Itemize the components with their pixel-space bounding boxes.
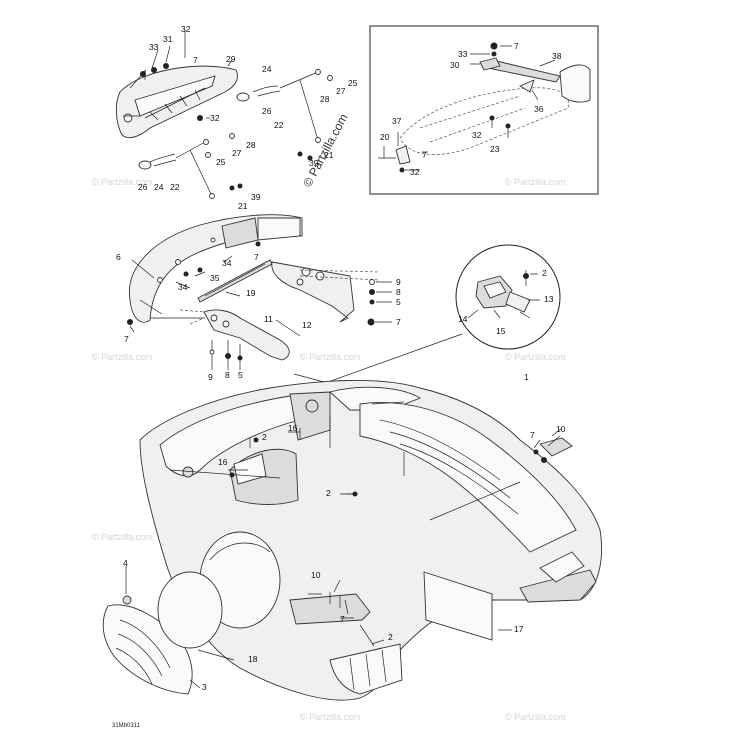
callout: 7: [422, 150, 427, 160]
callout: 3: [202, 682, 207, 692]
callout: 30: [450, 60, 460, 70]
callout: 16: [218, 457, 228, 467]
callout: 14: [458, 314, 468, 324]
callout: 28: [246, 140, 256, 150]
callout: 34: [178, 282, 188, 292]
callout: 9: [208, 372, 213, 382]
watermark: © Partzilla.com: [92, 532, 153, 542]
callout: 34: [222, 258, 232, 268]
callout: 16: [288, 423, 298, 433]
watermark: © Partzilla.com: [92, 352, 153, 362]
fasteners-right-rail: [367, 279, 392, 326]
callout: 37: [392, 116, 402, 126]
callout: 2: [542, 268, 547, 278]
callout: 32: [472, 130, 482, 140]
callout: 7: [193, 55, 198, 65]
callout: 6: [116, 252, 121, 262]
callout: 33: [458, 49, 468, 59]
rear-bumper-assembly: [127, 214, 392, 370]
watermark: © Partzilla.com: [505, 712, 566, 722]
callout: 20: [380, 132, 390, 142]
callout: 13: [544, 294, 554, 304]
callout: 22: [170, 182, 180, 192]
callout: 7: [124, 334, 129, 344]
grab-handle-assembly: [115, 30, 238, 139]
callout: 15: [496, 326, 506, 336]
callout: 9: [396, 277, 401, 287]
callout: 29: [226, 54, 236, 64]
watermark: © Partzilla.com: [300, 352, 361, 362]
callout: 1: [524, 372, 529, 382]
callout: 32: [181, 24, 191, 34]
callout: 8: [225, 370, 230, 380]
callout: 7: [254, 252, 259, 262]
callout: 27: [336, 86, 346, 96]
leader-lines: [123, 69, 561, 689]
callout: 7: [514, 41, 519, 51]
callout: 5: [238, 370, 243, 380]
watermark: © Partzilla.com: [505, 177, 566, 187]
callout: 18: [248, 654, 258, 664]
callout: 32: [410, 167, 420, 177]
inset-detail: [369, 25, 599, 195]
callout: 24: [154, 182, 164, 192]
callout: 38: [552, 51, 562, 61]
callout: 11: [264, 314, 273, 324]
callout: 10: [556, 424, 566, 434]
callout: 36: [534, 104, 544, 114]
callout: 28: [320, 94, 330, 104]
callout: 32: [210, 113, 220, 123]
callout: 25: [348, 78, 358, 88]
callout: 2: [326, 488, 331, 498]
callout: 4: [123, 558, 128, 568]
fasteners-left-rail: [209, 340, 243, 370]
callout: 17: [514, 624, 524, 634]
cable-assemblies: [138, 69, 333, 199]
callout: 27: [232, 148, 242, 158]
callout: 25: [216, 157, 226, 167]
callout: 19: [246, 288, 256, 298]
callout: 2: [388, 632, 393, 642]
watermark: © Partzilla.com: [92, 177, 153, 187]
callout: 7: [530, 430, 535, 440]
callout: 8: [396, 287, 401, 297]
callout: 7: [340, 614, 345, 624]
callout: 12: [302, 320, 312, 330]
callout: 31: [163, 34, 173, 44]
callout: 39: [251, 192, 261, 202]
drawing-code: 31Mb0311: [112, 723, 141, 729]
callout: 35: [210, 273, 220, 283]
callout: 23: [490, 144, 500, 154]
circle-detail: [299, 244, 561, 393]
callout: 21: [324, 150, 334, 160]
callout: 33: [149, 42, 159, 52]
callout: 7: [396, 317, 401, 327]
rear-body-assembly: [102, 379, 603, 701]
callout: 5: [396, 297, 401, 307]
callout: 39: [309, 158, 319, 168]
callout: 10: [311, 570, 321, 580]
callout: 22: [274, 120, 284, 130]
callout: 21: [238, 201, 248, 211]
callout: 26: [262, 106, 272, 116]
callout: 26: [138, 182, 148, 192]
callout: 2: [262, 432, 267, 442]
callout: 24: [262, 64, 272, 74]
callout-labels: 32 33 31 7 29 32 24 26 22 25 27 28 39 21…: [116, 24, 566, 692]
watermark: © Partzilla.com: [505, 352, 566, 362]
watermark: © Partzilla.com: [300, 712, 361, 722]
